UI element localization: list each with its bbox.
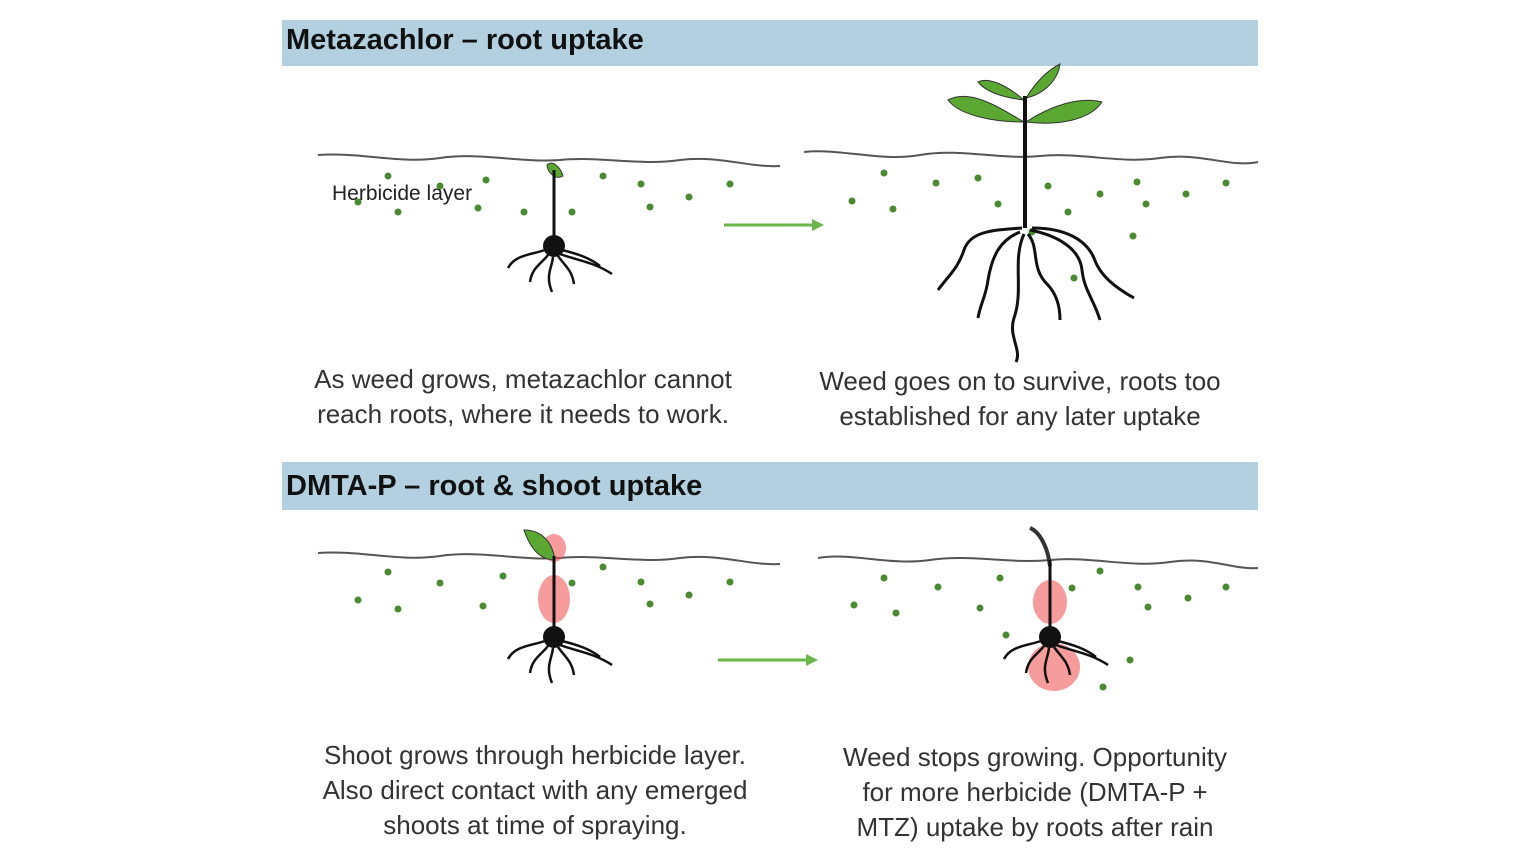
caption-line: shoots at time of spraying. bbox=[383, 810, 687, 840]
arrow-head-bottom bbox=[806, 654, 818, 666]
caption-top-right: Weed goes on to survive, roots too estab… bbox=[790, 364, 1250, 434]
mature-weed-roots bbox=[936, 226, 1135, 363]
caption-top-left: As weed grows, metazachlor cannot reach … bbox=[286, 362, 760, 432]
caption-line: Shoot grows through herbicide layer. bbox=[323, 740, 747, 770]
caption-line: MTZ) uptake by roots after rain bbox=[856, 812, 1214, 842]
herbicide-granules bbox=[354, 172, 734, 216]
section-header-dmta-p: DMTA-P – root & shoot uptake bbox=[282, 462, 1258, 510]
soil-surface-line bbox=[317, 153, 781, 168]
seedling-roots bbox=[506, 248, 613, 293]
caption-line: As weed grows, metazachlor cannot bbox=[314, 364, 732, 394]
panel-top-right-mature-weed bbox=[803, 63, 1259, 363]
section-title-dmta-p: DMTA-P – root & shoot uptake bbox=[286, 470, 703, 502]
mature-weed-leaves bbox=[947, 63, 1103, 124]
herbicide-layer-label: Herbicide layer bbox=[332, 182, 472, 205]
seed bbox=[1039, 626, 1061, 648]
seedling-leaf bbox=[523, 529, 556, 561]
caption-line: reach roots, where it needs to work. bbox=[317, 399, 729, 429]
herbicide-granules bbox=[354, 563, 734, 613]
seed bbox=[543, 235, 565, 257]
section-header-metazachlor: Metazachlor – root uptake bbox=[282, 20, 1258, 66]
caption-line: Also direct contact with any emerged bbox=[322, 775, 748, 805]
panel-bottom-right-stunted-weed bbox=[817, 526, 1259, 691]
caption-bottom-right: Weed stops growing. Opportunity for more… bbox=[812, 740, 1258, 845]
soil-surface-line bbox=[803, 150, 1259, 165]
section-title-metazachlor: Metazachlor – root uptake bbox=[286, 24, 644, 56]
seedling-roots bbox=[506, 639, 613, 684]
caption-line: Weed goes on to survive, roots too bbox=[819, 366, 1221, 396]
herbicide-granules bbox=[850, 567, 1230, 691]
panel-top-left-seedling: Herbicide layer bbox=[317, 153, 781, 293]
caption-bottom-left: Shoot grows through herbicide layer. Als… bbox=[292, 738, 778, 843]
stunted-weed-roots bbox=[1002, 639, 1109, 684]
herbicide-granules bbox=[848, 169, 1230, 282]
root-uptake-zone bbox=[1028, 643, 1080, 691]
arrow-head-top bbox=[812, 219, 824, 231]
caption-line: Weed stops growing. Opportunity bbox=[843, 742, 1227, 772]
seed bbox=[543, 626, 565, 648]
caption-line: for more herbicide (DMTA-P + bbox=[862, 777, 1208, 807]
caption-line: established for any later uptake bbox=[839, 401, 1201, 431]
panel-bottom-left-seedling bbox=[317, 529, 781, 684]
soil-surface-line bbox=[817, 555, 1259, 570]
